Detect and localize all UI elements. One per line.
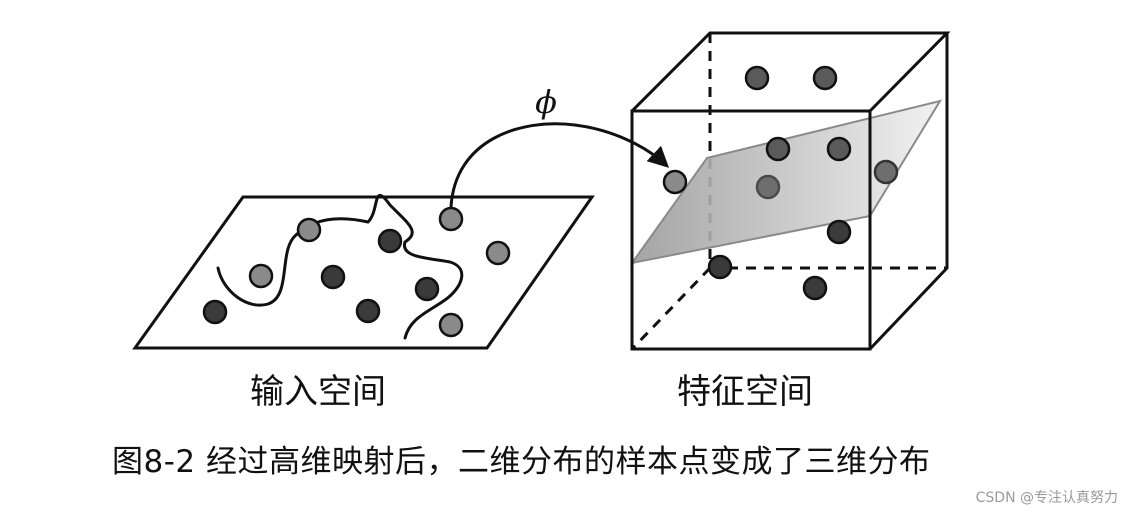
point xyxy=(802,275,828,301)
cube-top-face xyxy=(630,31,951,113)
point xyxy=(438,312,464,338)
input-plane xyxy=(132,195,595,350)
point xyxy=(662,169,688,195)
cube-right-face xyxy=(868,33,949,351)
point xyxy=(320,264,346,290)
point xyxy=(248,263,274,289)
arrow-curve xyxy=(449,122,670,208)
feature-space-label: 特征空间 xyxy=(677,372,813,412)
point xyxy=(414,276,440,302)
point xyxy=(744,65,770,91)
feature-space-diagram: 特征空间 xyxy=(629,31,951,412)
point xyxy=(202,299,228,325)
cube-hidden-edge xyxy=(630,266,712,351)
input-space-diagram: 输入空间 xyxy=(132,194,595,412)
cube-front-face xyxy=(630,109,872,351)
point xyxy=(707,254,733,280)
input-space-label: 输入空间 xyxy=(250,372,386,412)
point xyxy=(377,228,403,254)
point xyxy=(485,240,511,266)
separating-curve xyxy=(216,194,464,340)
point xyxy=(355,298,381,324)
point xyxy=(438,206,464,232)
point xyxy=(873,159,899,185)
point xyxy=(755,174,781,200)
point xyxy=(826,136,852,162)
point xyxy=(826,219,852,245)
watermark: CSDN @专注认真努力 xyxy=(975,490,1118,506)
point xyxy=(296,217,322,243)
input-points xyxy=(202,206,511,338)
point xyxy=(765,136,791,162)
phi-symbol: ϕ xyxy=(535,83,557,121)
mapping-arrow: ϕ xyxy=(449,83,670,208)
figure-caption: 图8-2 经过高维映射后，二维分布的样本点变成了三维分布 xyxy=(112,444,931,480)
point xyxy=(812,65,838,91)
